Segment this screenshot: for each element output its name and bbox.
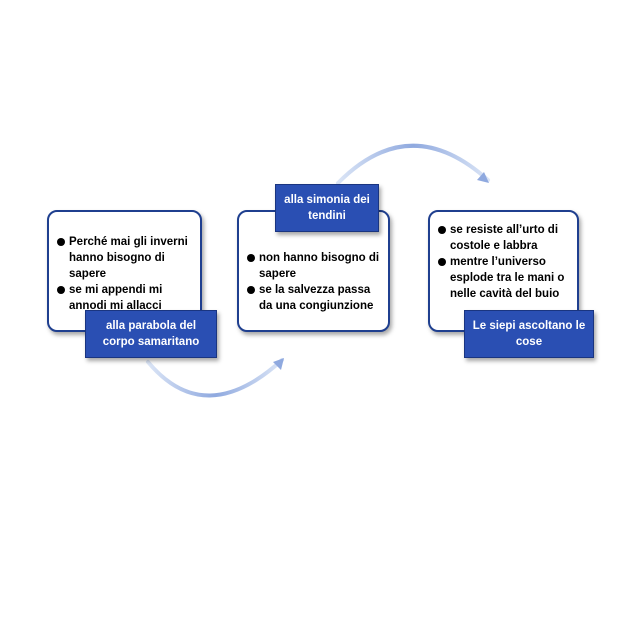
list-item: se mi appendi mi annodi mi allacci — [57, 282, 194, 314]
step-card-3-list: se resiste all’urto di costole e labbra … — [438, 222, 571, 302]
list-item: mentre l’universo esplode tra le mani o … — [438, 254, 571, 302]
step-card-1-list: Perché mai gli inverni hanno bisogno di … — [57, 234, 194, 314]
arrow-card2-to-card3 — [336, 143, 490, 185]
step-label-1: alla parabola del corpo samaritano — [85, 310, 217, 358]
arrowhead-card2-to-card3 — [477, 172, 489, 183]
step-label-2: alla simonia dei tendini — [275, 184, 379, 232]
arrowhead-card1-to-card2 — [273, 358, 284, 370]
list-item: non hanno bisogno di sapere — [247, 250, 382, 282]
list-item: Perché mai gli inverni hanno bisogno di … — [57, 234, 194, 282]
list-item: se la salvezza passa da una congiunzione — [247, 282, 382, 314]
step-card-2-list: non hanno bisogno di sapere se la salvez… — [247, 250, 382, 314]
arrow-card1-to-card2 — [146, 358, 284, 398]
list-item: se resiste all’urto di costole e labbra — [438, 222, 571, 254]
step-label-3: Le siepi ascoltano le cose — [464, 310, 594, 358]
